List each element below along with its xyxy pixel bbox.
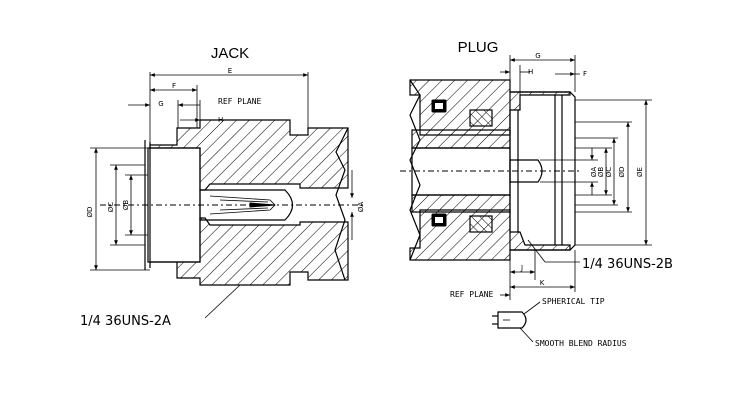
plug-dim-k: K <box>540 279 545 287</box>
jack-drawing: JACK E F G REF PLANE <box>80 45 365 329</box>
plug-inner-upper <box>411 129 511 149</box>
jack-body-lower <box>150 217 349 286</box>
jack-dim-e: E <box>228 67 232 75</box>
plug-title: PLUG <box>458 39 499 56</box>
plug-insulator-lower <box>469 215 493 233</box>
jack-ref-plane-label: REF PLANE <box>218 97 262 106</box>
jack-break-line <box>334 127 349 281</box>
jack-dim-f: F <box>172 82 176 90</box>
plug-dim-b: ØB <box>597 167 605 178</box>
jack-title: JACK <box>211 45 249 62</box>
plug-dim-a: ØA <box>590 167 598 178</box>
jack-contact <box>199 189 294 221</box>
plug-dim-f: F <box>583 70 587 78</box>
jack-thread-label: 1/4 36UNS-2A <box>80 314 171 329</box>
plug-dim-e: ØE <box>636 167 644 177</box>
plug-center-pin <box>509 159 543 183</box>
plug-drawing: PLUG G H <box>400 39 673 348</box>
plug-thread-label: 1/4 36UNS-2B <box>582 257 673 272</box>
plug-insulator-upper <box>469 109 493 127</box>
plug-dim-g: G <box>535 52 540 60</box>
plug-ref-plane-label: REF PLANE <box>450 290 494 299</box>
jack-dim-a: ØA <box>357 202 365 213</box>
spherical-tip-detail <box>497 311 527 329</box>
plug-dim-j: J <box>520 264 523 272</box>
plug-dim-d: ØD <box>618 167 626 178</box>
plug-break-line <box>409 79 421 261</box>
plug-center-bore <box>411 147 511 196</box>
smooth-blend-label: SMOOTH BLEND RADIUS <box>535 339 627 348</box>
jack-dim-c: ØC <box>107 202 115 213</box>
plug-inner-lower <box>411 194 511 213</box>
plug-dim-h: H <box>528 68 533 76</box>
plug-dim-c: ØC <box>605 167 613 178</box>
jack-dim-d: ØD <box>86 207 94 218</box>
jack-body-upper <box>149 119 349 191</box>
jack-dim-h: H <box>218 116 223 124</box>
jack-dim-g: G <box>158 100 163 108</box>
spherical-tip-label: SPHERICAL TIP <box>542 297 605 306</box>
jack-dim-b: ØB <box>122 200 130 211</box>
